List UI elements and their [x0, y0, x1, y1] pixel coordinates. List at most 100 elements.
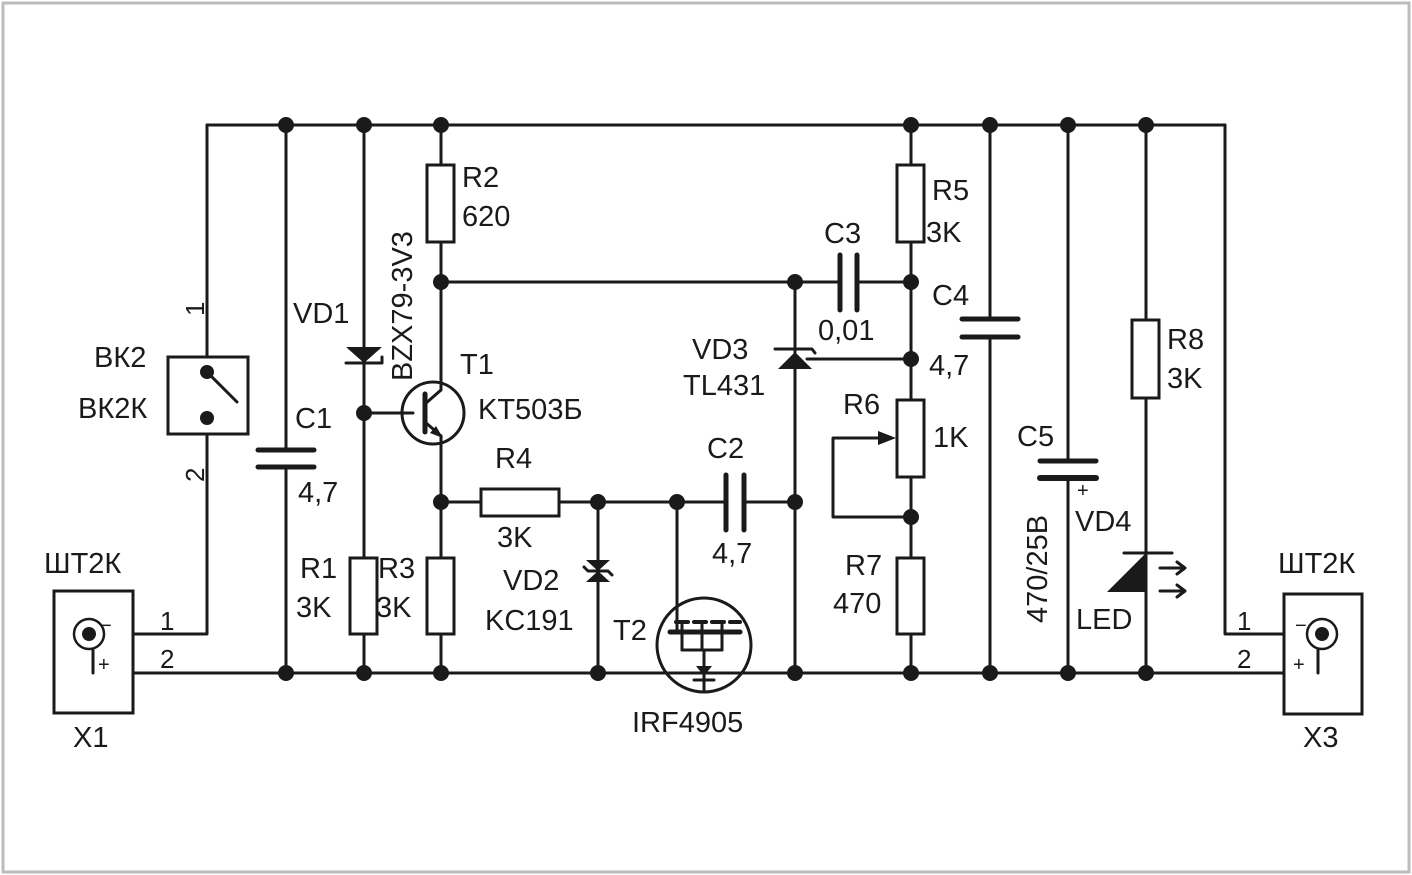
capacitor-value: 0,01 — [818, 315, 874, 347]
resistor-ref: R3 — [378, 553, 415, 585]
connector-plus: + — [1293, 654, 1305, 676]
connector-pin-2: 2 — [1237, 644, 1251, 674]
diode-bar — [344, 355, 384, 365]
switch-ref: ВК2 — [94, 342, 146, 374]
connector-ref: X3 — [1303, 722, 1338, 754]
connector-type: ШТ2К — [1278, 548, 1355, 580]
junction-dot — [433, 665, 449, 681]
connector-minus: − — [1295, 615, 1307, 637]
junction-dot — [903, 117, 919, 133]
connector-x3: − + ШТ2К X3 1 2 — [1237, 548, 1364, 754]
connector-socket — [72, 617, 106, 651]
led-emission-arrow — [1158, 583, 1187, 599]
switch-pin-1: 1 — [180, 302, 210, 316]
junction-dot — [787, 274, 803, 290]
resistor-value: 620 — [462, 201, 510, 233]
junction-dot — [433, 274, 449, 290]
junction-dot — [903, 665, 919, 681]
junction-dot — [278, 665, 294, 681]
diode-triangle — [586, 571, 610, 582]
resistor-body — [479, 487, 561, 518]
regulator-triangle — [778, 352, 812, 369]
junctions — [278, 117, 1154, 681]
resistor-r7: R7 470 — [833, 550, 926, 636]
regulator-ref: VD3 — [692, 334, 748, 366]
junction-dot — [1060, 117, 1076, 133]
capacitor-c5: + C5 470/25B — [1017, 421, 1099, 623]
suppressor-vd2: VD2 KC191 — [485, 560, 614, 637]
diode-value: KC191 — [485, 605, 574, 637]
transistor-ref: T1 — [460, 349, 494, 381]
diode-ref: VD1 — [293, 298, 349, 330]
capacitor-c4: C4 4,7 — [929, 280, 1021, 382]
regulator-bar — [773, 347, 817, 355]
resistor-r5: R5 3K — [895, 163, 969, 249]
resistor-body — [1130, 318, 1161, 400]
connector-pin — [1315, 627, 1329, 641]
mosfet-value: IRF4905 — [632, 707, 743, 739]
resistor-r4: R4 3K — [479, 443, 561, 554]
resistor-r3: R3 3K — [376, 553, 456, 636]
diode-triangle — [346, 347, 382, 363]
potentiometer-ref: R6 — [843, 389, 880, 421]
junction-dot — [982, 665, 998, 681]
resistor-value: 3K — [1167, 363, 1203, 395]
switch-pin-2: 2 — [180, 468, 210, 482]
junction-dot — [787, 665, 803, 681]
led-triangle — [1107, 553, 1146, 592]
resistor-body — [425, 163, 456, 244]
mosfet-t2: T2 IRF4905 — [613, 596, 753, 739]
capacitor-value: 4,7 — [929, 350, 969, 382]
potentiometer-wiper-arrow — [878, 431, 896, 445]
connector-pin-2: 2 — [160, 644, 174, 674]
led-emission-arrow — [1158, 560, 1187, 576]
junction-dot — [356, 665, 372, 681]
resistor-body — [348, 556, 379, 636]
connector-socket — [1305, 617, 1339, 651]
connector-x1: − + ШТ2К X1 1 2 — [44, 548, 174, 754]
resistor-value: 3K — [497, 522, 533, 554]
resistor-ref: R7 — [845, 550, 882, 582]
capacitor-ref: C4 — [932, 280, 969, 312]
resistor-ref: R4 — [495, 443, 532, 475]
capacitor-ref: C2 — [707, 433, 744, 465]
resistor-r8: R8 3K — [1130, 318, 1204, 400]
junction-dot — [1060, 665, 1076, 681]
connector-pin — [82, 627, 96, 641]
resistor-r2: R2 620 — [425, 162, 510, 244]
junction-dot — [1138, 665, 1154, 681]
regulator-value: TL431 — [683, 370, 765, 402]
junction-dot — [903, 509, 919, 525]
junction-dot — [356, 117, 372, 133]
resistor-ref: R8 — [1167, 324, 1204, 356]
switch-bk2: ВК2 ВК2К 1 2 — [78, 302, 250, 482]
switch-value: ВК2К — [78, 393, 147, 425]
junction-dot — [903, 351, 919, 367]
led-value: LED — [1076, 604, 1132, 636]
resistor-r1: R1 3K — [296, 553, 379, 636]
potentiometer-body — [895, 398, 926, 479]
connector-type: ШТ2К — [44, 548, 121, 580]
capacitor-c3: C3 0,01 — [818, 218, 874, 347]
potentiometer-r6: R6 1K — [843, 389, 969, 479]
switch-contact — [200, 411, 214, 425]
transistor-value: KT503Б — [478, 394, 582, 426]
resistor-value: 3K — [376, 592, 412, 624]
resistor-ref: R2 — [462, 162, 499, 194]
resistor-value: 3K — [926, 217, 962, 249]
capacitor-ref: C5 — [1017, 421, 1054, 453]
capacitor-ref: C3 — [824, 218, 861, 250]
capacitor-c1: C1 4,7 — [255, 403, 338, 509]
resistor-body — [895, 556, 926, 636]
switch-lever — [205, 370, 239, 404]
diode-triangle — [586, 560, 610, 571]
junction-dot — [590, 494, 606, 510]
potentiometer-value: 1K — [933, 422, 969, 454]
zener-vd1: VD1 BZX79-3V3 — [293, 231, 419, 381]
junction-dot — [433, 494, 449, 510]
capacitor-polarity: + — [1077, 480, 1089, 502]
junction-dot — [903, 274, 919, 290]
transistor-body — [400, 380, 466, 446]
